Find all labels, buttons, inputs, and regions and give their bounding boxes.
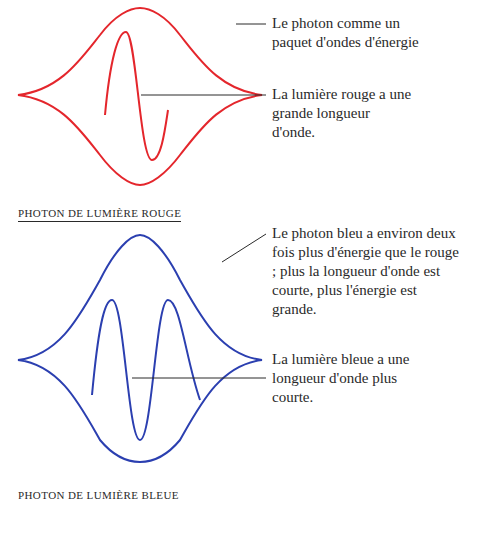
leader-line xyxy=(141,95,266,96)
blue-wave xyxy=(92,300,200,440)
leader-line xyxy=(236,24,266,25)
leader-line xyxy=(222,234,266,262)
red-wave xyxy=(105,32,168,160)
callout-text: Le photon comme un paquet d'ondes d'éner… xyxy=(272,14,422,52)
callout-text: La lumière rouge a une grande longueur d… xyxy=(272,85,412,142)
blue-envelope xyxy=(18,235,262,462)
figure-caption: PHOTON DE LUMIÈRE ROUGE xyxy=(18,206,181,222)
red-envelope xyxy=(18,8,262,185)
leader-line xyxy=(132,378,266,379)
figure-caption: PHOTON DE LUMIÈRE BLEUE xyxy=(18,488,179,502)
callout-text: La lumière bleue a une longueur d'onde p… xyxy=(272,350,442,407)
callout-text: Le photon bleu a environ deux fois plus … xyxy=(272,224,462,319)
